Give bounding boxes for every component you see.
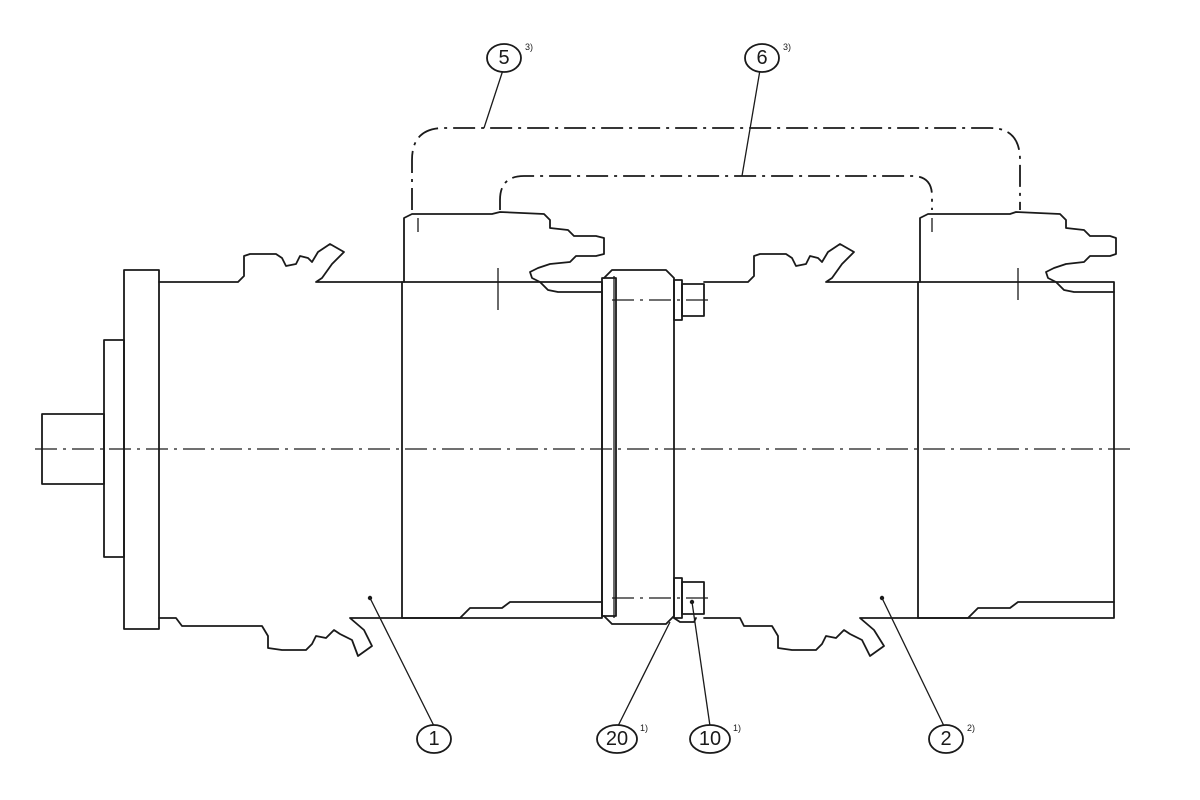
housing-1-bottom-outline xyxy=(158,617,403,657)
callout-20-bubble xyxy=(596,724,638,754)
callout-2: 2 2) xyxy=(928,723,975,754)
adapter-plate-outer xyxy=(601,277,617,617)
pump-unit-2 xyxy=(703,211,1117,657)
callout-20: 20 1) xyxy=(596,723,648,754)
callout-10-label: 10 xyxy=(699,728,721,750)
callout-1: 1 xyxy=(416,724,452,754)
callout-20-label: 20 xyxy=(606,728,628,750)
mounting-flange xyxy=(123,269,160,630)
pump-unit-1 xyxy=(41,211,605,657)
leader-2 xyxy=(881,597,945,727)
rear-step-2 xyxy=(917,601,1115,619)
hose-line-6 xyxy=(499,175,933,210)
rear-step-1 xyxy=(401,601,603,619)
callout-6-footnote: 3) xyxy=(783,42,791,52)
leader-2-dot xyxy=(879,595,885,601)
callout-10-bubble xyxy=(689,724,731,754)
callout-2-footnote: 2) xyxy=(967,723,975,733)
adapter-plate xyxy=(601,269,710,625)
callout-5: 5 3) xyxy=(486,42,533,73)
callout-5-footnote: 3) xyxy=(525,42,533,52)
leader-6 xyxy=(741,69,761,177)
callout-2-bubble xyxy=(928,724,964,754)
rear-section-1 xyxy=(401,281,603,619)
rear-port-2 xyxy=(919,211,1117,293)
housing-1-top-outline xyxy=(158,243,403,283)
callout-10-footnote: 1) xyxy=(733,723,741,733)
housing-2-top-outline xyxy=(703,243,919,283)
callout-20-footnote: 1) xyxy=(640,723,648,733)
housing-2-bottom-outline xyxy=(703,617,919,657)
callout-10: 10 1) xyxy=(689,723,741,754)
callout-1-label: 1 xyxy=(428,728,439,750)
callout-5-bubble xyxy=(486,43,522,73)
rear-section-2 xyxy=(917,281,1115,619)
adapter-plate-body xyxy=(603,269,675,625)
callout-2-label: 2 xyxy=(940,728,951,750)
callout-5-label: 5 xyxy=(498,47,509,69)
leader-10 xyxy=(691,601,711,727)
callout-6-bubble xyxy=(744,43,780,73)
rear-port-1 xyxy=(403,211,605,293)
hose-line-5 xyxy=(411,127,1021,210)
callout-6: 6 3) xyxy=(744,42,791,73)
leader-1 xyxy=(369,597,435,727)
leader-20 xyxy=(617,621,671,727)
leader-10-dot xyxy=(689,599,695,605)
callout-1-bubble xyxy=(416,724,452,754)
leader-1-dot xyxy=(367,595,373,601)
callout-6-label: 6 xyxy=(756,47,767,69)
leader-5 xyxy=(483,69,504,129)
